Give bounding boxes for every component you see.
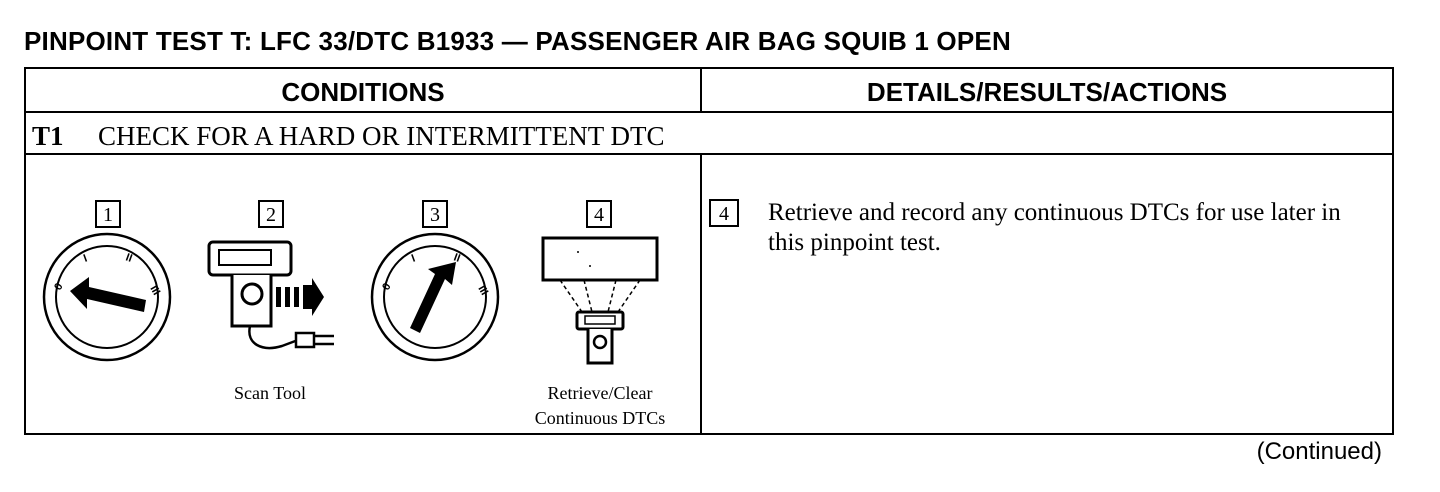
pinpoint-test-table: CONDITIONS DETAILS/RESULTS/ACTIONS T1 CH…	[24, 67, 1394, 435]
ignition-position-label: 0	[380, 281, 393, 292]
illustration-number-box	[586, 200, 612, 228]
illustration-number-box	[422, 200, 448, 228]
retrieve-dtc-scan-tool-icon	[541, 236, 659, 365]
step-text: CHECK FOR A HARD OR INTERMITTENT DTC	[98, 121, 665, 151]
caption-retrieve-clear-line-1: Retrieve/Clear	[547, 383, 653, 403]
detail-number-box	[709, 199, 739, 227]
details-header: DETAILS/RESULTS/ACTIONS	[866, 77, 1228, 107]
caption-retrieve-clear-line-2: Continuous DTCs	[534, 408, 666, 428]
ignition-position-label: II	[124, 252, 134, 265]
conditions-header: CONDITIONS	[281, 77, 445, 107]
ignition-position-label: 0	[52, 281, 65, 292]
page-title: PINPOINT TEST T: LFC 33/DTC B1933 — PASS…	[24, 26, 1011, 56]
illustration-number: 3	[430, 204, 440, 226]
detail-text: Retrieve and record any continuous DTCs …	[768, 199, 1341, 256]
step-row: T1 CHECK FOR A HARD OR INTERMITTENT DTC	[26, 113, 1392, 155]
step-rule	[26, 153, 1392, 155]
header-divider	[700, 69, 702, 111]
column-divider	[700, 155, 702, 433]
scan-tool-connect-icon	[207, 240, 334, 350]
illustration-number: 4	[594, 204, 604, 226]
header-rule	[26, 111, 1392, 113]
illustration-number: 1	[103, 204, 113, 226]
illustration-1: 1 0 I II III 2 3	[42, 199, 739, 365]
ignition-switch-run-icon: 0 I II III	[370, 232, 500, 362]
illustration-number-box	[95, 200, 121, 228]
ignition-position-label: I	[410, 252, 417, 264]
illustration-number: 2	[266, 204, 276, 226]
ignition-position-label: II	[452, 252, 462, 265]
caption-scan-tool: Scan Tool	[234, 383, 306, 403]
step-number: T1	[32, 121, 64, 151]
ignition-switch-off-icon: 0 I II III	[42, 232, 172, 362]
detail-number: 4	[719, 203, 729, 225]
continued-label: (Continued)	[1256, 438, 1382, 465]
illustration-number-box	[258, 200, 284, 228]
ignition-position-label: I	[82, 252, 89, 264]
